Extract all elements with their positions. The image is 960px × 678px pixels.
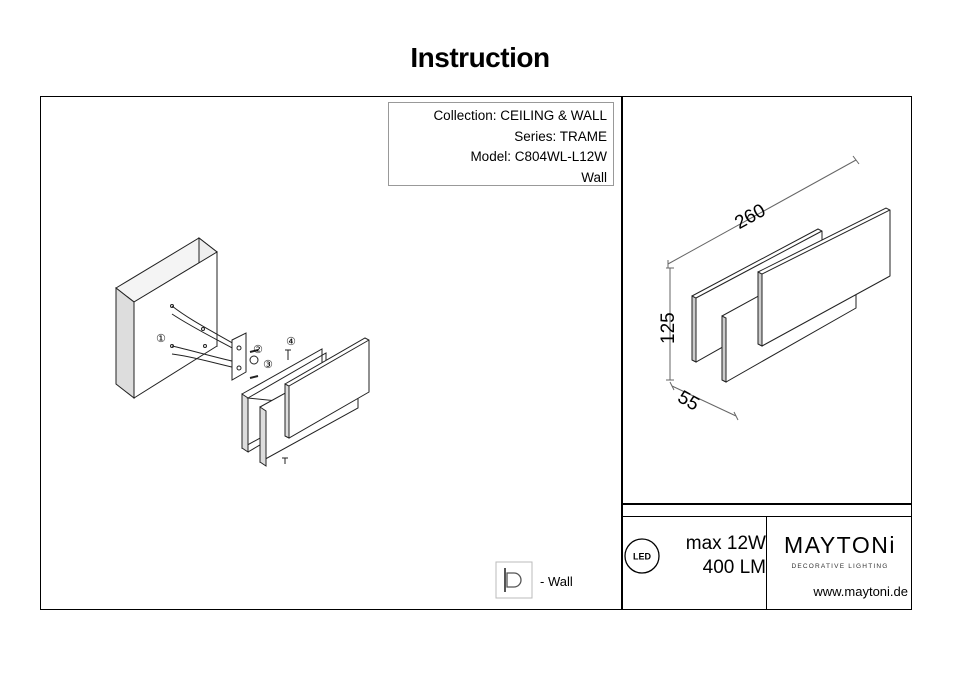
- divider-vertical: [621, 96, 623, 610]
- screw-drawing: [285, 349, 291, 360]
- model-label: Model: C804WL-L12W: [470, 149, 607, 164]
- max-power-label: max 12W: [685, 533, 766, 554]
- lumens-label: 400 LM: [702, 557, 766, 578]
- step-3-label: ③: [263, 358, 273, 371]
- type-label: Wall: [581, 169, 607, 185]
- collection-label: Collection: CEILING & WALL: [433, 108, 607, 123]
- dimension-lines: [666, 155, 860, 421]
- brand-tagline: DECORATIVE LIGHTING: [791, 563, 889, 570]
- mounting-type-label: - Wall: [540, 574, 573, 589]
- mounting-bracket-drawing: [231, 332, 259, 381]
- bottom-screw-drawing: [282, 457, 288, 464]
- dimension-length: 260: [731, 200, 769, 234]
- led-badge-text: LED: [633, 552, 652, 562]
- front-panel-drawing: [259, 337, 370, 467]
- assembly-diagram: [115, 236, 370, 467]
- wall-mount-icon: [495, 561, 533, 599]
- step-2-label: ②: [253, 343, 263, 356]
- dimension-height: 125: [658, 312, 679, 344]
- lamp-outline-front: [721, 207, 891, 383]
- dimension-drawing: [666, 155, 891, 421]
- divider-brand: [766, 516, 767, 610]
- page-title: Instruction: [410, 42, 550, 73]
- led-badge-icon: LED: [624, 538, 660, 574]
- power-spec: max 12W 400 LM: [672, 532, 766, 580]
- dimension-depth: 55: [674, 387, 703, 416]
- assembly-step-labels: ① ② ③ ④: [156, 332, 296, 371]
- step-4-label: ④: [286, 335, 296, 348]
- divider-horizontal: [621, 503, 912, 505]
- brand-url: www.maytoni.de: [813, 584, 908, 599]
- document-frame: [40, 96, 912, 610]
- product-info-box: Collection: CEILING & WALL Series: TRAME…: [388, 102, 614, 186]
- wires-drawing: [170, 304, 237, 369]
- wall-block-drawing: [115, 236, 218, 400]
- step-1-label: ①: [156, 332, 166, 345]
- series-label: Series: TRAME: [514, 128, 607, 144]
- brand-logo: MAYTONi: [784, 532, 896, 558]
